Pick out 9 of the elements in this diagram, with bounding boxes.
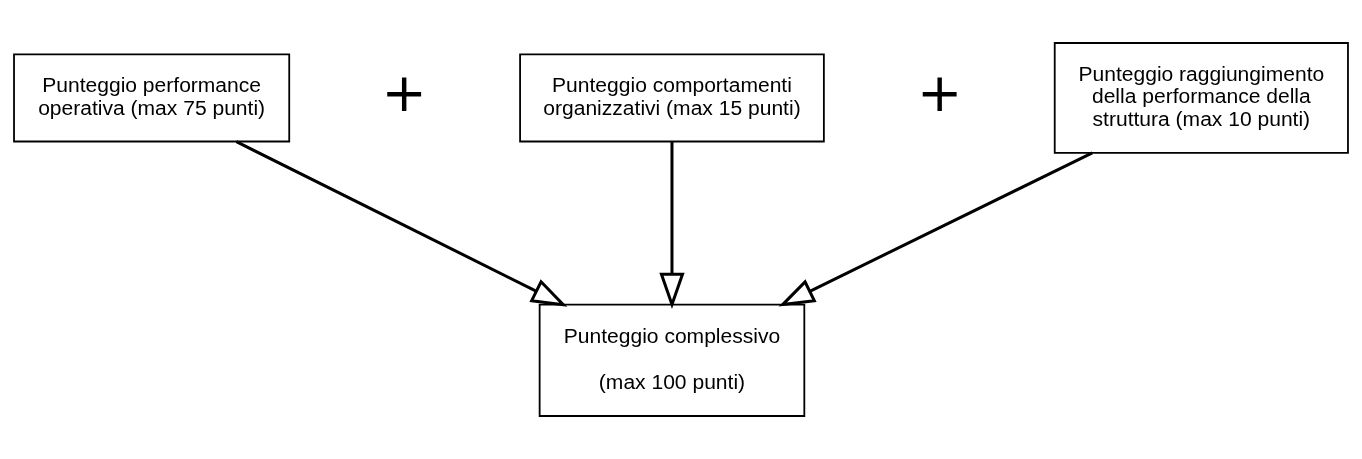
arrow [778, 151, 1093, 307]
node-box: Punteggio performance operativa (max 75 punti) [13, 53, 291, 143]
arrow [235, 140, 568, 307]
node-box: Punteggio raggiungimento della performance della struttura (max 10 punti) [1053, 42, 1349, 154]
label: + [381, 61, 427, 125]
node-box: Punteggio complessivo (max 100 punti) [538, 303, 806, 417]
node-box: Punteggio comportamenti organizzativi (max 15 punti) [519, 53, 825, 143]
arrow [659, 141, 685, 309]
label: + [916, 61, 963, 125]
